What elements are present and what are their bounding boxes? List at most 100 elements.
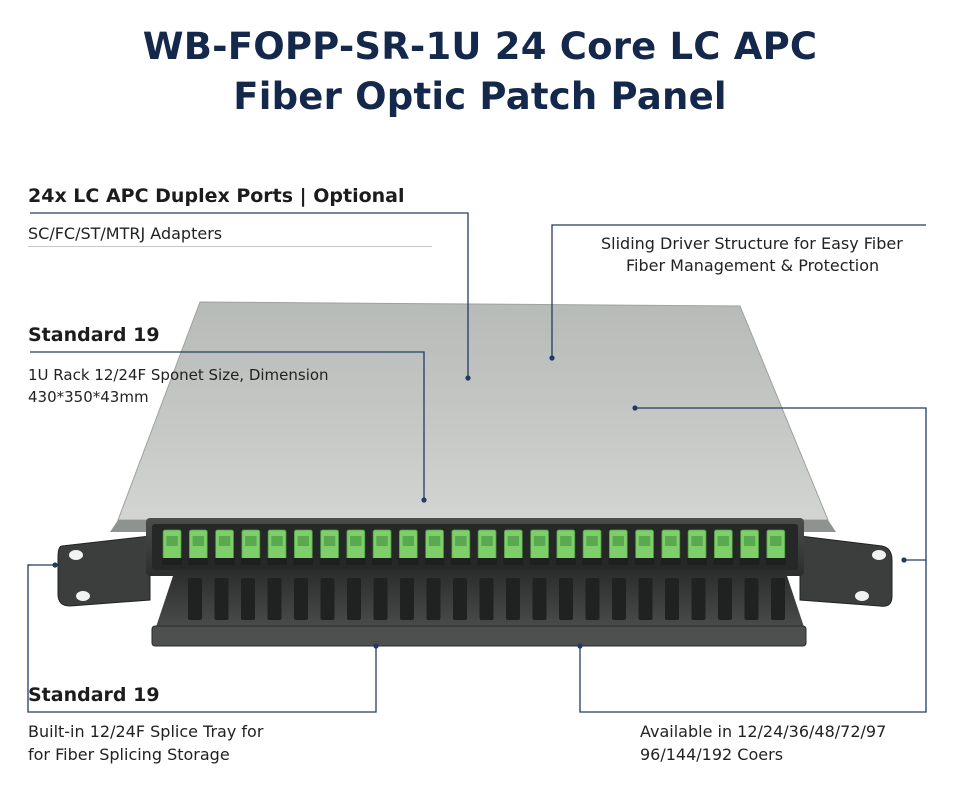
adapter-clip: [713, 558, 734, 565]
tray-slot: [320, 578, 335, 620]
ports-divider: [28, 246, 432, 247]
adapter-clip: [739, 558, 760, 565]
adapter-clip: [660, 558, 681, 565]
tray-slot: [665, 578, 679, 620]
adapter-clip: [477, 558, 497, 565]
standard-top-line-1: 1U Rack 12/24F Sponet Size, Dimension: [28, 366, 329, 384]
right-ear-hole-top: [872, 550, 886, 560]
sliding-line-1: Sliding Driver Structure for Easy Fiber: [601, 234, 903, 253]
leader-dots: [52, 355, 907, 649]
ports-heading: 24x LC APC Duplex Ports | Optional: [28, 185, 405, 207]
tray-slot: [612, 578, 626, 620]
tray-slot: [426, 578, 441, 620]
adapter-clip: [398, 558, 419, 565]
adapter-port: [691, 536, 703, 546]
available-line-1: Available in 12/24/36/48/72/97: [640, 722, 887, 741]
tray-slot: [744, 578, 759, 620]
standard-top-line-2: 430*350*43mm: [28, 388, 149, 406]
right-ear-hole-bottom: [855, 591, 869, 601]
adapter-port: [770, 536, 782, 546]
available-line-2: 96/144/192 Coers: [640, 745, 784, 764]
adapter-port: [638, 536, 651, 546]
leader-standard-top: [30, 351, 425, 500]
lc-apc-adapter-row: [162, 529, 786, 565]
tray-slot: [214, 578, 229, 620]
adapter-clip: [319, 558, 340, 565]
tray-slot: [691, 578, 706, 620]
ports-text: SC/FC/ST/MTRJ Adapters: [28, 224, 223, 243]
adapter-port: [297, 536, 310, 546]
adapter-port: [271, 536, 283, 546]
tray-slot: [453, 578, 467, 620]
tray-slot: [718, 578, 732, 620]
tray-slot: [241, 578, 255, 620]
left-ear-hole-bottom: [76, 591, 90, 601]
adapter-port: [481, 536, 493, 546]
adapter-clip: [503, 558, 524, 565]
panel-cover: [117, 301, 829, 521]
standard-top-heading: Standard 19: [28, 324, 160, 346]
adapter-clip: [424, 558, 445, 565]
standard-bottom-line-1: Built-in 12/24F Splice Tray for: [28, 722, 264, 741]
tray-slot: [294, 578, 308, 620]
leader-available-bottom: [579, 560, 927, 713]
left-ear-hole-top: [69, 550, 83, 560]
tray-slot: [400, 578, 414, 620]
tray-slot: [373, 578, 388, 620]
adapter-port: [245, 536, 257, 546]
splice-tray-front: [151, 625, 807, 647]
tray-slot: [479, 578, 494, 620]
adapter-clip: [450, 558, 471, 565]
adapter-clip: [267, 558, 287, 565]
adapter-clip: [582, 558, 602, 565]
tray-slot: [532, 578, 547, 620]
title-line-1: WB-FOPP-SR-1U 24 Core LC APC: [142, 25, 818, 68]
adapter-port: [455, 536, 467, 546]
splice-tray-slots: [188, 578, 785, 620]
adapter-clip: [608, 558, 629, 565]
adapter-clip: [372, 558, 392, 565]
adapter-clip: [345, 558, 366, 565]
tray-slot: [771, 578, 785, 620]
adapter-port: [533, 536, 546, 546]
adapter-port: [350, 536, 362, 546]
adapter-clip: [293, 558, 314, 565]
adapter-clip: [555, 558, 576, 565]
adapter-clip: [634, 558, 655, 565]
tray-slot: [347, 578, 361, 620]
adapter-port: [166, 536, 178, 546]
right-mounting-ear: [799, 535, 893, 607]
tray-slot: [506, 578, 520, 620]
adapter-port: [192, 536, 205, 546]
adapter-port: [743, 536, 756, 546]
standard-bottom-heading: Standard 19: [28, 684, 160, 706]
adapter-port: [717, 536, 730, 546]
adapter-clip: [214, 558, 235, 565]
adapter-port: [428, 536, 441, 546]
title-line-2: Fiber Optic Patch Panel: [233, 75, 727, 118]
standard-bottom-line-2: for Fiber Splicing Storage: [28, 745, 230, 764]
adapter-port: [402, 536, 415, 546]
tray-slot: [585, 578, 600, 620]
leader-ports: [30, 212, 469, 378]
tray-slot: [267, 578, 282, 620]
adapter-port: [376, 536, 388, 546]
adapter-clip: [162, 558, 182, 565]
adapter-port: [507, 536, 520, 546]
sliding-line-2: Fiber Management & Protection: [626, 256, 880, 275]
adapter-port: [586, 536, 598, 546]
leader-available-top: [635, 407, 927, 561]
adapter-port: [560, 536, 572, 546]
left-mounting-ear: [57, 535, 151, 607]
tray-slot: [559, 578, 573, 620]
adapter-clip: [529, 558, 550, 565]
adapter-port: [323, 536, 336, 546]
adapter-clip: [240, 558, 261, 565]
adapter-port: [665, 536, 677, 546]
leader-sliding: [551, 224, 926, 358]
adapter-port: [612, 536, 625, 546]
tray-slot: [188, 578, 202, 620]
adapter-clip: [188, 558, 209, 565]
adapter-clip: [687, 558, 707, 565]
tray-slot: [638, 578, 653, 620]
